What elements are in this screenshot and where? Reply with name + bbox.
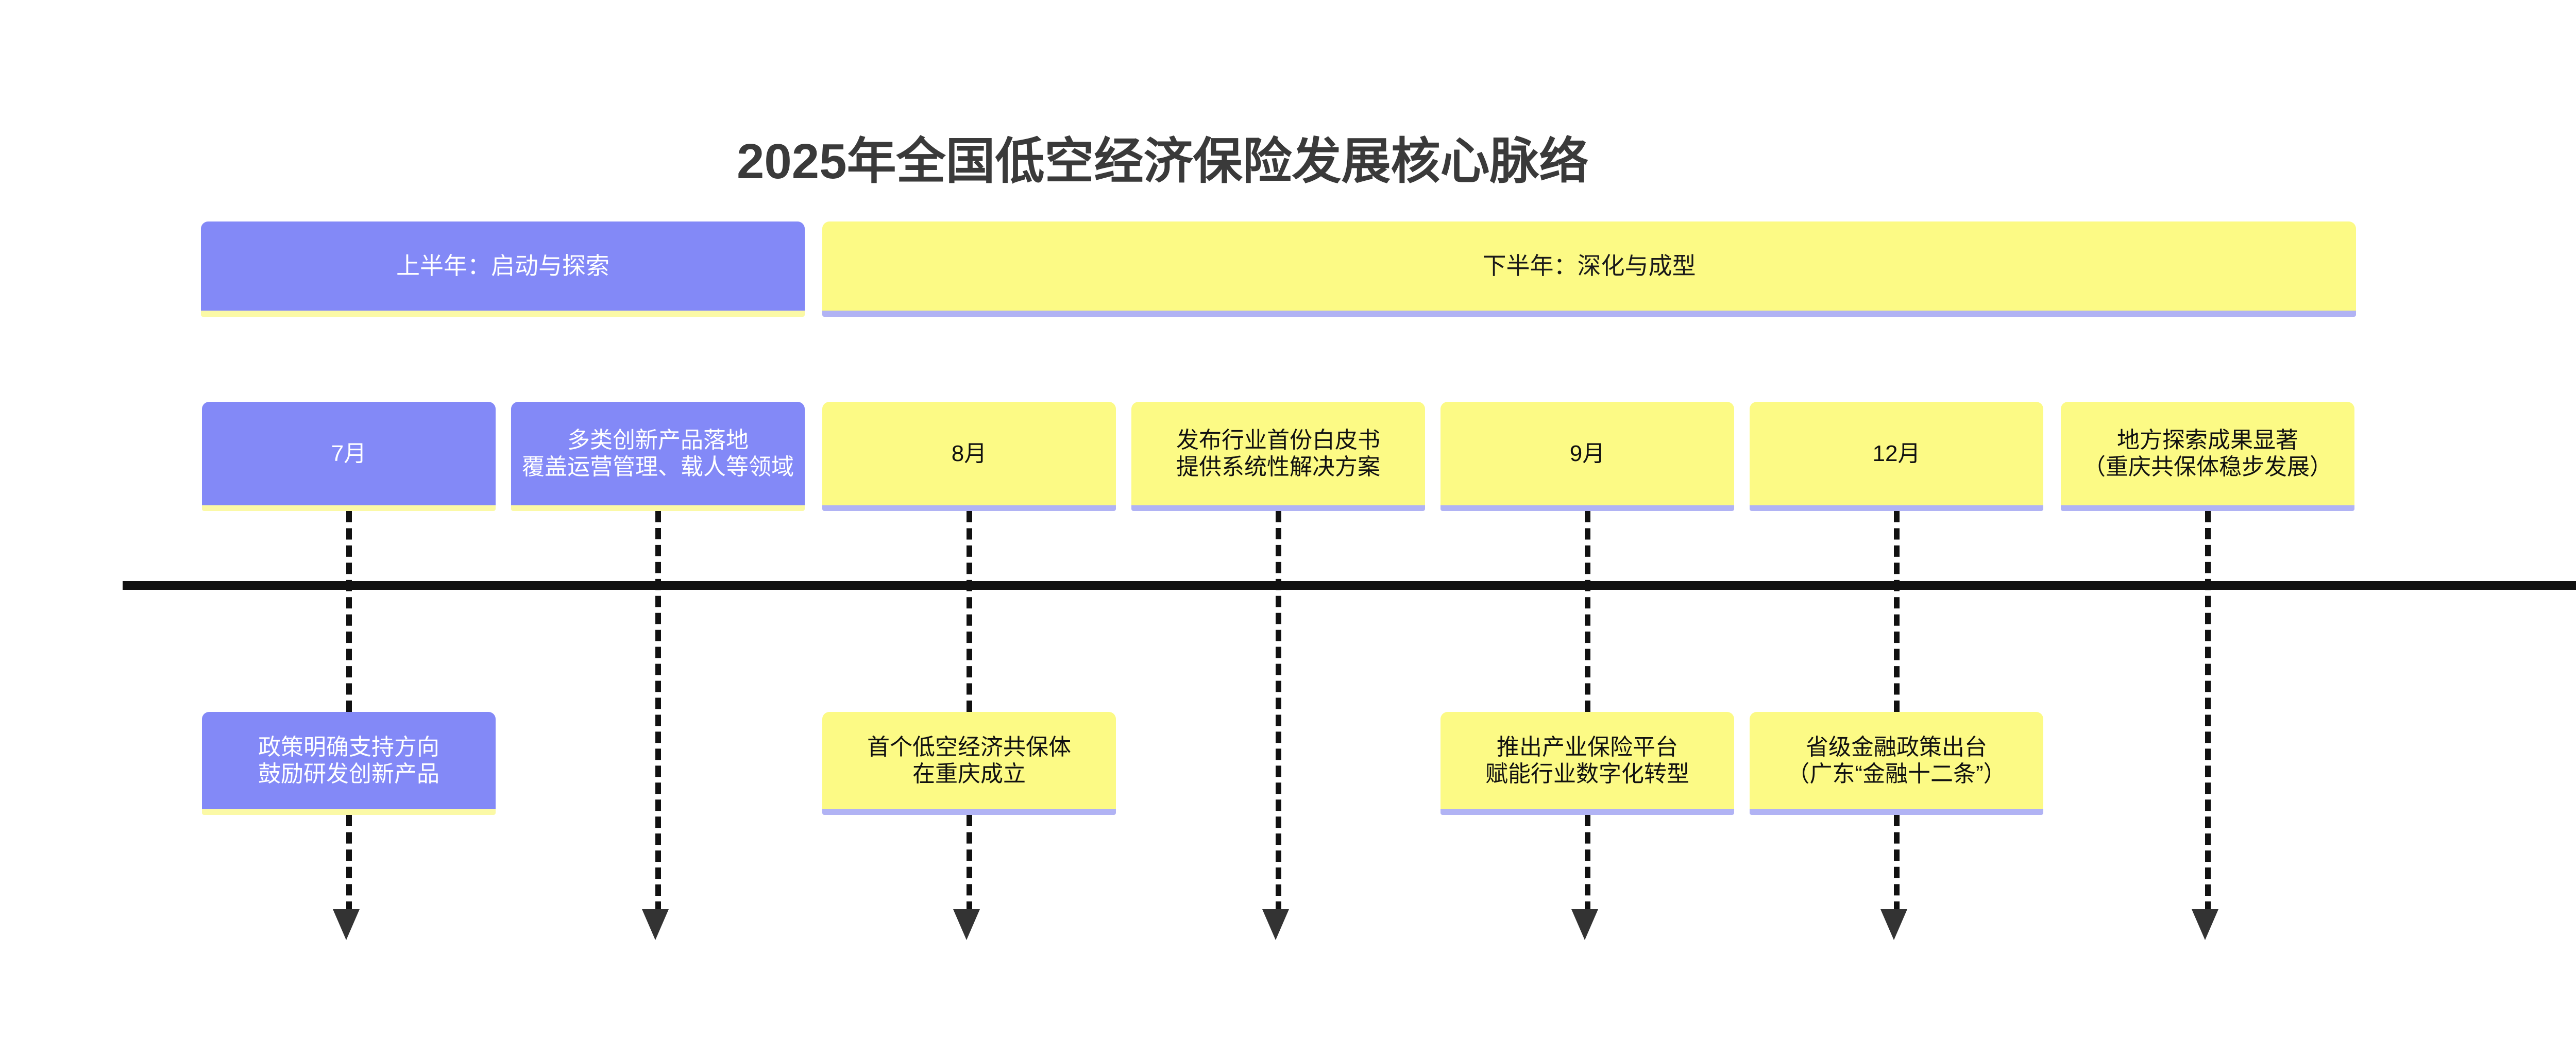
connector-dash-5a: [1585, 511, 1590, 712]
connector-dash-6a: [1894, 511, 1900, 712]
milestone-box-bottom-3[interactable]: 推出产业保险平台 赋能行业数字化转型: [1440, 712, 1734, 815]
milestone-box-bottom-4[interactable]: 省级金融政策出台 （广东“金融十二条”）: [1750, 712, 2043, 815]
milestone-top-4-line2: 提供系统性解决方案: [1176, 454, 1380, 480]
milestone-top-3-line1: 8月: [951, 440, 987, 466]
milestone-bottom-1-line1: 政策明确支持方向: [258, 734, 439, 760]
milestone-top-2-line1: 多类创新产品落地: [567, 427, 749, 453]
milestone-box-top-3[interactable]: 8月: [822, 402, 1116, 511]
milestone-box-top-5[interactable]: 9月: [1440, 402, 1734, 511]
connector-dash-4a: [1276, 511, 1281, 913]
phase-bar-first-half-label: 上半年：启动与探索: [396, 252, 609, 279]
connector-dash-5b: [1585, 815, 1590, 913]
milestone-box-top-4[interactable]: 发布行业首份白皮书 提供系统性解决方案: [1131, 402, 1425, 511]
milestone-bottom-1-line2: 鼓励研发创新产品: [258, 761, 439, 787]
milestone-bottom-2-line1: 首个低空经济共保体: [867, 734, 1071, 760]
connector-dash-2a: [655, 511, 661, 913]
down-arrow-icon-3: [953, 909, 980, 940]
connector-dash-7a: [2205, 511, 2211, 913]
milestone-box-bottom-1[interactable]: 政策明确支持方向 鼓励研发创新产品: [202, 712, 496, 815]
milestone-top-5-line1: 9月: [1569, 440, 1605, 466]
connector-dash-1b: [346, 815, 352, 913]
down-arrow-icon-5: [1571, 909, 1598, 940]
timeline-axis: [123, 581, 2576, 590]
connector-dash-3b: [967, 815, 972, 913]
milestone-bottom-2-line2: 在重庆成立: [912, 761, 1026, 787]
milestone-box-top-1[interactable]: 7月: [202, 402, 496, 511]
milestone-box-top-2[interactable]: 多类创新产品落地 覆盖运营管理、载人等领域: [511, 402, 805, 511]
milestone-top-7-line1: 地方探索成果显著: [2117, 427, 2298, 453]
phase-bar-first-half: 上半年：启动与探索: [201, 221, 805, 317]
down-arrow-icon-7: [2192, 909, 2218, 940]
milestone-bottom-3-line2: 赋能行业数字化转型: [1485, 761, 1689, 787]
phase-bar-second-half-label: 下半年：深化与成型: [1482, 252, 1696, 279]
milestone-box-top-6[interactable]: 12月: [1750, 402, 2043, 511]
milestone-bottom-4-line2: （广东“金融十二条”）: [1787, 761, 2006, 787]
down-arrow-icon-4: [1262, 909, 1289, 940]
milestone-box-top-7[interactable]: 地方探索成果显著 （重庆共保体稳步发展）: [2061, 402, 2354, 511]
down-arrow-icon-2: [642, 909, 669, 940]
milestone-bottom-3-line1: 推出产业保险平台: [1497, 734, 1678, 760]
phase-bar-second-half: 下半年：深化与成型: [822, 221, 2356, 317]
connector-dash-1a: [346, 511, 352, 712]
down-arrow-icon-1: [333, 909, 360, 940]
milestone-top-2-line2: 覆盖运营管理、载人等领域: [522, 454, 794, 480]
milestone-bottom-4-line1: 省级金融政策出台: [1806, 734, 1987, 760]
milestone-top-6-line1: 12月: [1872, 440, 1921, 466]
milestone-top-1-line1: 7月: [331, 440, 367, 466]
connector-dash-3a: [967, 511, 972, 712]
down-arrow-icon-6: [1880, 909, 1907, 940]
connector-dash-6b: [1894, 815, 1900, 913]
milestone-box-bottom-2[interactable]: 首个低空经济共保体 在重庆成立: [822, 712, 1116, 815]
milestone-top-7-line2: （重庆共保体稳步发展）: [2083, 454, 2332, 480]
milestone-top-4-line1: 发布行业首份白皮书: [1176, 427, 1380, 453]
page-title: 2025年全国低空经济保险发展核心脉络: [737, 134, 1589, 189]
